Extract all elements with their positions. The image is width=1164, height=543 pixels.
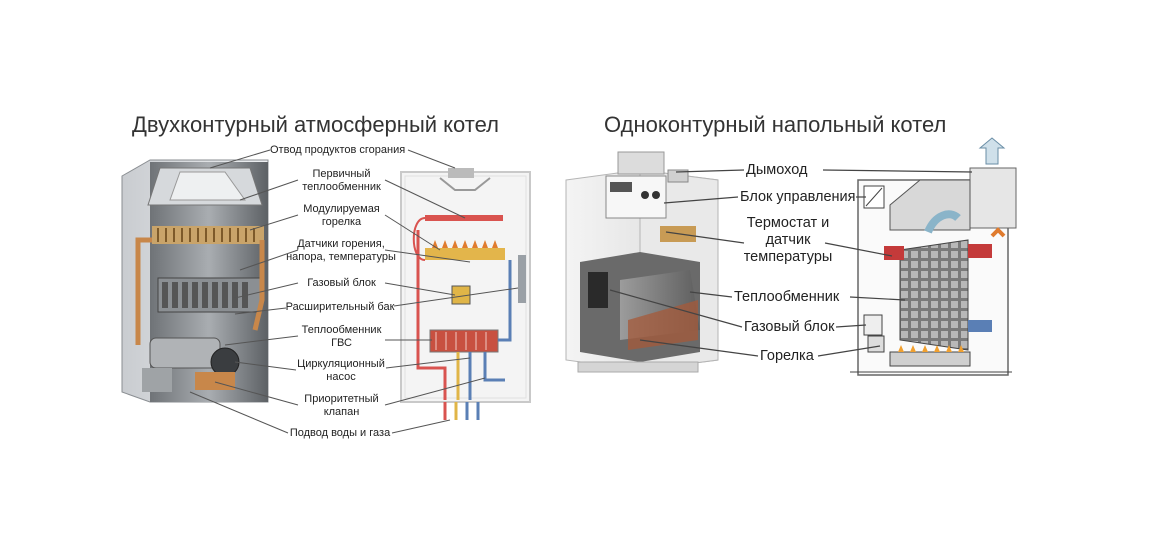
label-burner: Горелка bbox=[760, 348, 814, 364]
label-thermostat-line1: Термостат и bbox=[746, 215, 830, 231]
label-water-gas-supply: Подвод воды и газа bbox=[289, 427, 391, 439]
label-primary-hx-line2: теплообменник bbox=[302, 181, 381, 193]
label-thermostat: Термостат и датчик температуры bbox=[740, 215, 836, 266]
floor-boiler-schematic bbox=[850, 137, 1017, 376]
label-heat-exchanger: Теплообменник bbox=[734, 289, 840, 305]
label-flue: Отвод продуктов сгорания bbox=[270, 144, 406, 156]
wall-boiler-photo bbox=[121, 159, 269, 403]
label-circulation-pump-line2: насос bbox=[326, 371, 356, 383]
label-dhw-hx-line2: ГВС bbox=[331, 337, 352, 349]
label-dhw-hx-line1: Теплообменник bbox=[301, 324, 382, 336]
label-priority-valve: Приоритетный клапан bbox=[298, 393, 385, 419]
label-primary-hx: Первичный теплообменник bbox=[298, 168, 385, 194]
wall-boiler-schematic bbox=[400, 168, 531, 420]
left-diagram-title: Двухконтурный атмосферный котел bbox=[132, 112, 499, 137]
label-chimney: Дымоход bbox=[746, 162, 808, 178]
label-circulation-pump-line1: Циркуляционный bbox=[297, 358, 385, 370]
label-primary-hx-line1: Первичный bbox=[312, 168, 371, 180]
label-gas-block-left: Газовый блок bbox=[307, 277, 376, 289]
label-gas-block-right: Газовый блок bbox=[744, 319, 835, 335]
floor-boiler-photo bbox=[565, 151, 719, 373]
label-sensors-line1: Датчики горения, bbox=[297, 238, 385, 250]
right-diagram-title: Одноконтурный напольный котел bbox=[604, 112, 947, 137]
label-sensors: Датчики горения, напора, температуры bbox=[280, 238, 402, 264]
label-priority-valve-line2: клапан bbox=[323, 406, 360, 418]
label-dhw-hx: Теплообменник ГВС bbox=[298, 324, 385, 350]
label-expansion-tank: Расширительный бак bbox=[285, 301, 395, 313]
label-modulating-burner-line2: горелка bbox=[321, 216, 362, 228]
label-control-unit: Блок управления bbox=[740, 189, 856, 205]
label-thermostat-line2: датчик bbox=[765, 232, 811, 248]
label-thermostat-line3: температуры bbox=[743, 249, 833, 265]
label-modulating-burner: Модулируемая горелка bbox=[298, 203, 385, 229]
left-leader-lines bbox=[189, 149, 519, 434]
label-circulation-pump: Циркуляционный насос bbox=[296, 358, 386, 384]
label-sensors-line2: напора, температуры bbox=[286, 251, 396, 263]
right-leader-lines bbox=[609, 169, 973, 357]
label-priority-valve-line1: Приоритетный bbox=[304, 393, 379, 405]
label-modulating-burner-line1: Модулируемая bbox=[303, 203, 380, 215]
